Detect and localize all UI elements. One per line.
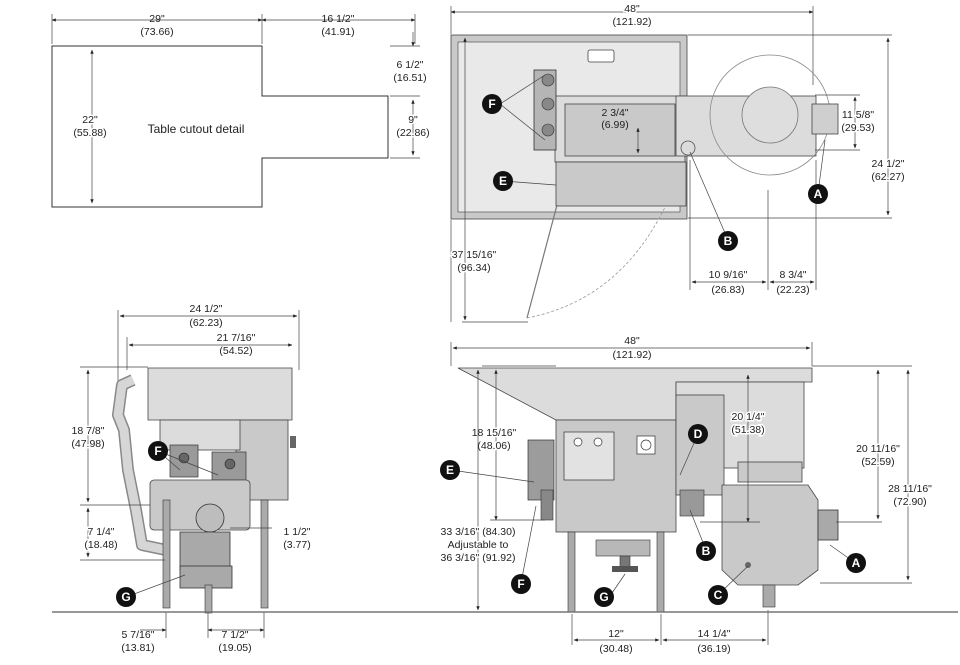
front-base-right: 14 1/4" [698,628,731,640]
svg-text:E: E [446,463,454,477]
front-overall-height: 28 11/16" [888,483,932,495]
svg-text:D: D [694,427,703,441]
front-mid-height-metric: (51.38) [731,424,764,436]
cutout-height-metric: (55.88) [73,127,106,139]
svg-text:G: G [599,590,608,604]
front-adjust-2: Adjustable to [448,539,509,551]
side-height-metric: (47.98) [71,438,104,450]
side-foot-right: 7 1/2" [221,629,248,641]
callout-b-top: B [718,231,738,251]
side-small-dim: 1 1/2" [283,526,310,538]
cutout-title: Table cutout detail [148,122,245,136]
front-disposer [721,484,819,586]
callout-g-side: G [116,587,136,607]
side-motor [195,503,225,533]
callout-c-front: C [708,585,728,605]
front-overall-width-metric: (121.92) [612,349,651,361]
svg-text:A: A [814,187,823,201]
top-right-dim-metric: (29.53) [841,122,874,134]
top-inner-dim: 2 3/4" [601,107,628,119]
side-inner-width: 21 7/16" [217,332,256,344]
side-height: 18 7/8" [72,425,105,437]
side-top-width: 24 1/2" [190,303,223,315]
front-overall-width: 48" [624,335,640,347]
top-inner-dim-metric: (6.99) [601,119,628,131]
front-base-right-metric: (36.19) [697,643,730,655]
svg-text:G: G [121,590,130,604]
callout-e-front: E [440,460,460,480]
top-bottom-right-dim: 8 3/4" [779,269,806,281]
side-foot-right-metric: (19.05) [218,642,251,654]
cutout-height: 22" [82,114,98,126]
svg-text:F: F [154,444,161,458]
top-height-dim: 24 1/2" [872,158,905,170]
top-bottom-left-dim-metric: (26.83) [711,284,744,296]
front-right-height: 20 11/16" [856,443,900,455]
top-overall-width-metric: (121.92) [612,16,651,28]
svg-text:F: F [517,577,524,591]
callout-a-front: A [846,553,866,573]
top-overall-width: 48" [624,3,640,15]
svg-text:A: A [852,556,861,570]
callout-f-front: F [511,574,531,594]
cutout-top-width-metric: (73.66) [140,26,173,38]
callout-a-top: A [808,184,828,204]
front-base-left-metric: (30.48) [599,643,632,655]
cutout-top-width: 29" [149,13,165,25]
top-door-dim-metric: (96.34) [457,262,490,274]
front-adjust-3: 36 3/16" (91.92) [441,552,516,564]
side-foot-left-metric: (13.81) [121,642,154,654]
side-pipe-dim: 7 1/4" [87,526,114,538]
front-left-height: 18 15/16" [472,427,517,439]
callout-g-front: G [594,587,614,607]
side-foot-left: 5 7/16" [122,629,155,641]
callout-f-side: F [148,441,168,461]
side-inner-width-metric: (54.52) [219,345,252,357]
svg-text:E: E [499,174,507,188]
notch-top-dim: 6 1/2" [396,59,423,71]
table-cutout-view: 29" (73.66) 16 1/2" (41.91) 22" (55.88) … [51,13,431,208]
side-small-dim-metric: (3.77) [283,539,310,551]
top-right-dim: 11 5/8" [842,109,874,121]
callout-e-top: E [493,171,513,191]
svg-text:B: B [702,544,711,558]
front-view: 48" (121.92) 18 15/16" [439,335,934,655]
top-bottom-left-dim: 10 9/16" [709,269,748,281]
front-right-height-metric: (52.59) [861,456,894,468]
notch-height-dim: 9" [408,114,418,126]
svg-text:B: B [724,234,733,248]
side-pipe-dim-metric: (18.48) [84,539,117,551]
cutout-right-width-metric: (41.91) [321,26,354,38]
front-adjust-1: 33 3/16" (84.30) [441,526,516,538]
cutout-outline [51,45,389,208]
top-height-dim-metric: (62.27) [871,171,904,183]
svg-text:F: F [488,97,495,111]
notch-top-dim-metric: (16.51) [393,72,426,84]
callout-f-top: F [482,94,502,114]
side-hopper [147,367,293,421]
front-mid-height: 20 1/4" [732,411,765,423]
top-bottom-right-dim-metric: (22.23) [776,284,809,296]
door-swing-arc [526,204,667,319]
front-left-height-metric: (48.06) [477,440,510,452]
callout-b-front: B [696,541,716,561]
top-door-dim: 37 15/16" [452,249,497,261]
top-view: 48" (121.92) 2 3/4" (6.99) [450,2,906,323]
notch-height-dim-metric: (22.86) [396,127,429,139]
control-panel [563,431,615,481]
front-overall-height-metric: (72.90) [893,496,926,508]
side-top-width-metric: (62.23) [189,317,222,329]
svg-text:C: C [714,588,723,602]
cutout-right-width: 16 1/2" [322,13,355,25]
side-view: 24 1/2" (62.23) 21 7/16" (54.52) 18 7/8" [70,303,311,654]
callout-d-front: D [688,424,708,444]
front-base-left: 12" [608,628,624,640]
